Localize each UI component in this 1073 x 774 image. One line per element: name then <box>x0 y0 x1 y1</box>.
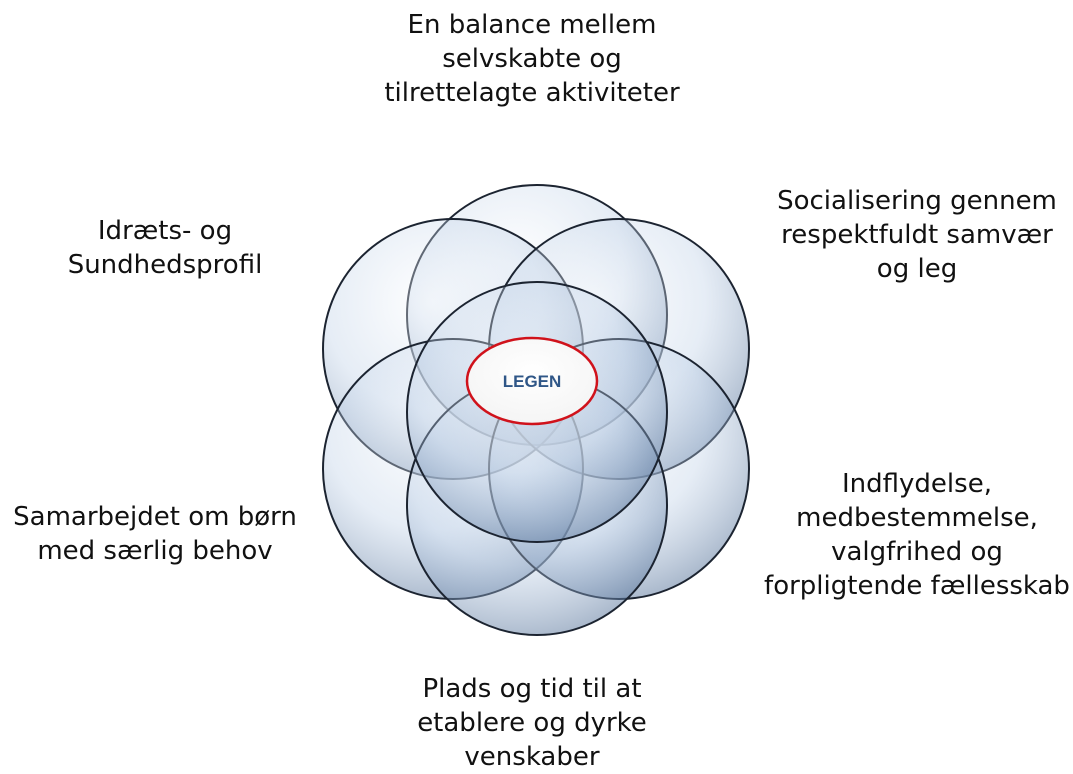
center-ellipse <box>465 336 599 426</box>
label-top-right: Socialisering gennem respektfuldt samvær… <box>777 186 1057 284</box>
label-bottom-right: Indflydelse, medbestemmelse, valgfrihed … <box>764 469 1070 601</box>
label-top-left: Idræts- og Sundhedsprofil <box>67 216 263 280</box>
label-bottom-left: Samarbejdet om børn med særlig behov <box>13 502 297 566</box>
center-label: LEGEN <box>503 372 562 391</box>
label-top: En balance mellem selvskabte og tilrette… <box>384 10 680 108</box>
label-bottom: Plads og tid til at etablere og dyrke ve… <box>417 674 647 772</box>
